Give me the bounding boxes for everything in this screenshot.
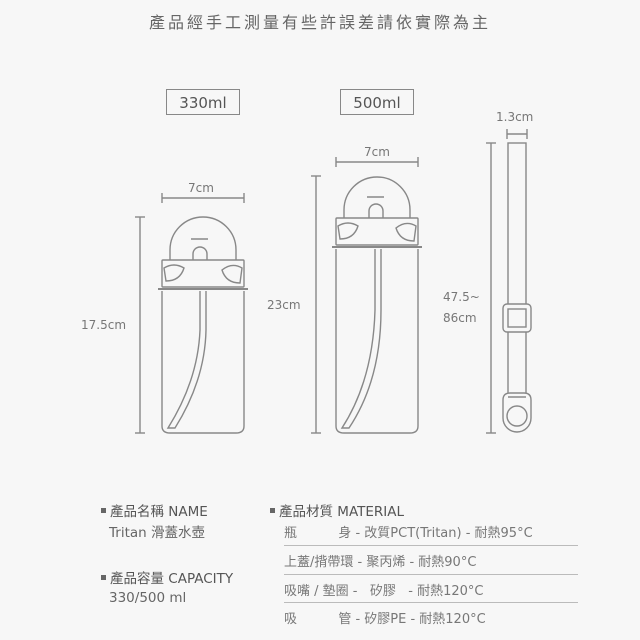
spec-name-heading: 產品名稱 NAME [101,500,208,520]
material-row-lid-strap-ring: 上蓋/揹帶環 - 聚丙烯 - 耐熱90°C [284,555,477,570]
small-height-dimension-line [135,216,145,434]
capacity-label-500ml: 500ml [353,94,401,112]
spec-capacity-value: 330/500 ml [109,590,187,606]
bullet-icon [101,574,106,580]
material-row-bottle: 瓶 身 - 改質PCT(Tritan) - 耐熱95°C [284,526,533,541]
large-bottle-lid [332,176,422,248]
strap-length-label-line1: 47.5~ [443,290,480,304]
material-row-straw: 吸 管 - 矽膠PE - 耐熱120°C [284,612,486,627]
strap-width-label: 1.3cm [496,110,534,124]
small-bottle-lid [158,216,248,290]
material-divider [284,545,578,546]
spec-name-value: Tritan 滑蓋水壺 [109,525,205,541]
strap [502,142,532,433]
capacity-label-330ml: 330ml [179,94,227,112]
strap-length-label-line2: 86cm [443,311,477,325]
material-divider [284,602,578,603]
spec-capacity-heading: 產品容量 CAPACITY [101,567,233,587]
small-width-dimension-line [161,193,245,203]
measurement-disclaimer: 產品經手工測量有些許誤差請依實際為主 [148,13,491,32]
strap-length-dimension-line [486,142,496,434]
large-width-dimension-line [335,157,419,167]
bullet-icon [270,507,275,513]
small-bottle-body [161,291,245,434]
large-width-label: 7cm [364,145,390,159]
small-width-label: 7cm [188,181,214,195]
bullet-icon [101,507,106,513]
capacity-box-500ml: 500ml [340,89,414,115]
small-height-label: 17.5cm [81,318,127,332]
large-height-label: 23cm [267,298,301,312]
spec-material-heading: 產品材質 MATERIAL [270,500,404,520]
capacity-box-330ml: 330ml [166,89,240,115]
material-divider [284,574,578,575]
large-bottle-body [335,249,419,434]
large-height-dimension-line [311,175,321,434]
strap-width-dimension-line [506,129,528,139]
material-row-mouthpiece-gasket: 吸嘴 / 墊圈 - 矽膠 - 耐熱120°C [284,584,484,599]
